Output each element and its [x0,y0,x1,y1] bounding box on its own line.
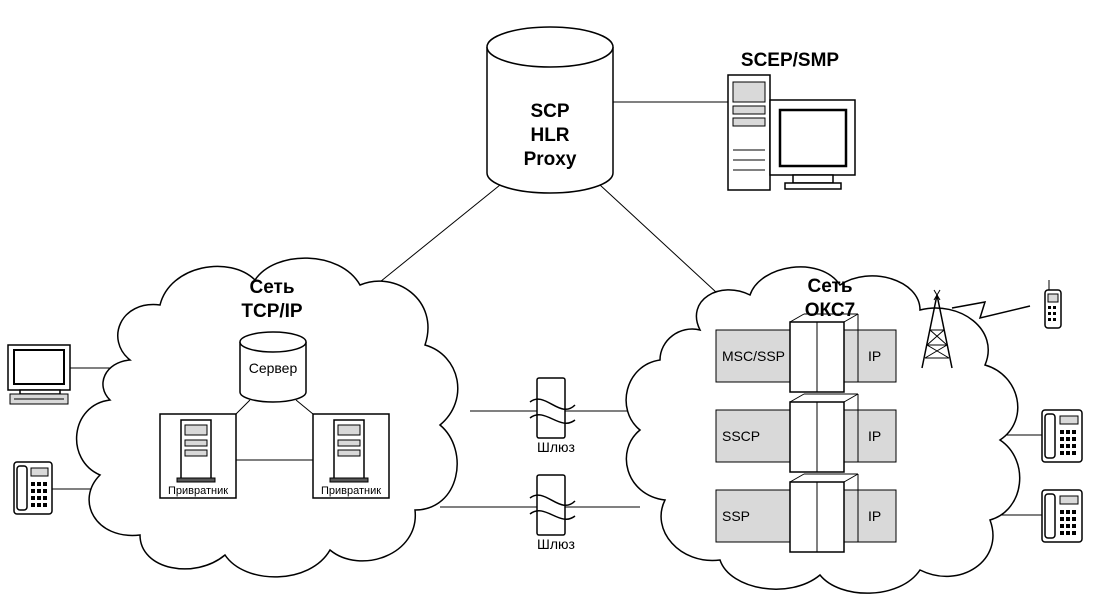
server-database: Сервер [239,331,307,403]
tcpip-title-line1: Сеть [249,277,294,298]
scp-database: SCP HLR Proxy [486,26,614,194]
monitor-screen [778,108,848,168]
gatekeeper-left-label: Привратник [168,485,228,497]
node-ssp-label: SSP [722,508,750,524]
oks7-node-sscp: SSCP IP [715,393,897,473]
desk-phone-icon-right-1 [1041,409,1083,463]
mobile-phone-icon [1044,280,1062,329]
server-label: Сервер [249,360,298,376]
oks7-title-line1: Сеть [807,276,852,297]
gatekeeper-right-label: Привратник [321,485,381,497]
gateway-bottom: Шлюз [529,474,576,552]
proxy-label: Proxy [524,149,577,170]
radio-link-icon [951,301,1031,320]
node-sscp-label: SSCP [722,428,760,444]
tcpip-title-line2: TCP/IP [241,301,303,322]
gateway-bottom-label: Шлюз [537,536,575,552]
gateway-top: Шлюз [529,377,576,455]
node-ssp-ip: IP [868,508,881,524]
scep-computer: SCEP/SMP [727,50,856,191]
oks7-node-msc-ssp: MSC/SSP IP [715,313,897,393]
node-sscp-ip: IP [868,428,881,444]
scp-label: SCP [530,101,569,122]
desktop-pc-icon [7,344,71,405]
gateway-top-label: Шлюз [537,439,575,455]
radio-tower-icon [921,289,953,369]
desk-phone-icon-left [13,461,53,515]
scep-title: SCEP/SMP [741,50,840,71]
oks7-cloud: Сеть ОКС7 MSC/SSP IP SSCP IP [625,266,1021,594]
oks7-title-line2: ОКС7 [805,300,855,321]
gatekeeper-right: Привратник [312,413,390,499]
node-msc-ssp-label: MSC/SSP [722,348,785,364]
tcpip-cloud: Сеть TCP/IP Сервер Привратник [75,257,459,578]
line-scp-tcpip [369,184,501,291]
gatekeeper-left: Привратник [159,413,237,499]
hlr-label: HLR [530,125,569,146]
line-scp-oks7 [599,184,731,306]
oks7-node-ssp: SSP IP [715,473,897,553]
desk-phone-icon-right-2 [1041,489,1083,543]
node-msc-ssp-ip: IP [868,348,881,364]
